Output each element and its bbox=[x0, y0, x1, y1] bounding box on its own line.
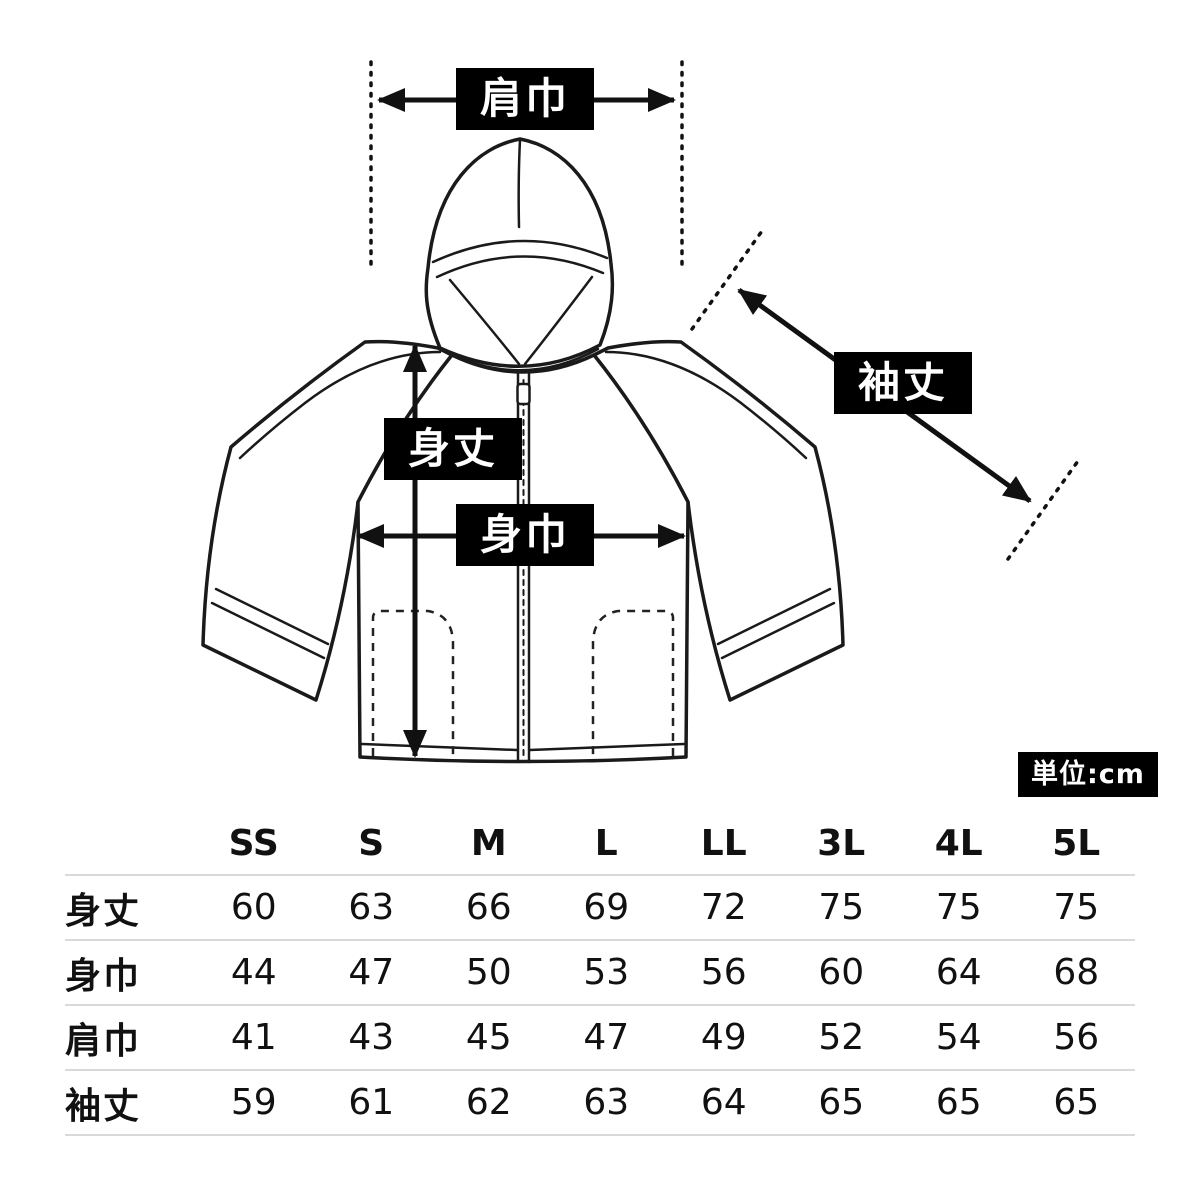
size-value-cell: 66 bbox=[465, 887, 512, 928]
row-label: 身丈 bbox=[65, 890, 142, 932]
size-value-cell: 60 bbox=[818, 952, 865, 993]
pockets-group bbox=[371, 609, 675, 756]
hoodie-line-art bbox=[201, 60, 1080, 764]
size-value-cell: 44 bbox=[230, 952, 277, 993]
right-pocket-dashed bbox=[591, 609, 675, 756]
garment-details bbox=[210, 138, 836, 764]
size-value-cell: 63 bbox=[348, 887, 395, 928]
size-column-header: 3L bbox=[817, 822, 866, 864]
zipper-pull bbox=[516, 382, 531, 406]
size-value-cell: 65 bbox=[818, 1082, 865, 1123]
hoodie-measurement-diagram: 肩巾 身丈 身巾 袖丈 単位:cm bbox=[201, 60, 1158, 797]
size-value-cell: 47 bbox=[348, 952, 395, 993]
hem-line-left bbox=[360, 742, 519, 752]
hood-fold-left bbox=[448, 278, 521, 366]
size-value-cell: 52 bbox=[818, 1017, 865, 1058]
size-column-header: M bbox=[470, 822, 507, 864]
guide-lines bbox=[369, 60, 1080, 561]
size-value-cell: 59 bbox=[230, 1082, 277, 1123]
size-table-header-row: SS S M L LL 3L 4L 5L bbox=[65, 812, 1135, 876]
hem-line-right bbox=[528, 742, 686, 752]
hood-rim-inner bbox=[435, 255, 605, 279]
size-value-cell: 54 bbox=[935, 1017, 982, 1058]
size-value-cell: 75 bbox=[1053, 887, 1100, 928]
row-label: 身巾 bbox=[65, 955, 142, 997]
left-cuff-line-2 bbox=[214, 587, 330, 646]
sleeve-guide-bottom bbox=[1006, 459, 1080, 561]
size-value-cell: 56 bbox=[1053, 1017, 1100, 1058]
left-pocket-dashed bbox=[371, 609, 455, 756]
size-value-cell: 56 bbox=[700, 952, 747, 993]
size-value-cell: 45 bbox=[465, 1017, 512, 1058]
size-value-cell: 69 bbox=[583, 887, 630, 928]
size-value-cell: 72 bbox=[700, 887, 747, 928]
table-row: 身丈 60 63 66 69 72 75 75 75 bbox=[65, 876, 1135, 941]
left-cuff-line-1 bbox=[210, 601, 326, 660]
collar-seam bbox=[444, 347, 600, 372]
size-value-cell: 43 bbox=[348, 1017, 395, 1058]
row-label: 袖丈 bbox=[65, 1085, 142, 1127]
row-label: 肩巾 bbox=[65, 1020, 142, 1062]
size-value-cell: 47 bbox=[583, 1017, 630, 1058]
body-length-label: 身丈 bbox=[384, 418, 523, 480]
size-column-header: S bbox=[358, 822, 385, 864]
hood-fold-right bbox=[523, 275, 594, 366]
size-value-cell: 62 bbox=[465, 1082, 512, 1123]
hood-center-seam bbox=[517, 138, 522, 229]
table-row: 身巾 44 47 50 53 56 60 64 68 bbox=[65, 941, 1135, 1006]
size-value-cell: 53 bbox=[583, 952, 630, 993]
size-value-cell: 68 bbox=[1053, 952, 1100, 993]
size-value-cell: 63 bbox=[583, 1082, 630, 1123]
hood-rim-outer bbox=[431, 239, 609, 264]
size-column-header: 4L bbox=[934, 822, 983, 864]
table-row: 袖丈 59 61 62 63 64 65 65 65 bbox=[65, 1071, 1135, 1136]
table-row: 肩巾 41 43 45 47 49 52 54 56 bbox=[65, 1006, 1135, 1071]
size-value-cell: 75 bbox=[818, 887, 865, 928]
sleeve-guide-top bbox=[690, 229, 764, 331]
sleeve-length-label: 袖丈 bbox=[834, 352, 973, 414]
size-column-header: L bbox=[594, 822, 618, 864]
size-value-cell: 65 bbox=[935, 1082, 982, 1123]
size-table: SS S M L LL 3L 4L 5L 身丈 60 63 66 69 72 7… bbox=[65, 812, 1135, 1136]
size-column-header: 5L bbox=[1052, 822, 1101, 864]
size-value-cell: 65 bbox=[1053, 1082, 1100, 1123]
size-value-cell: 49 bbox=[700, 1017, 747, 1058]
size-value-cell: 64 bbox=[700, 1082, 747, 1123]
size-value-cell: 50 bbox=[465, 952, 512, 993]
body-width-label: 身巾 bbox=[456, 504, 595, 566]
size-value-cell: 75 bbox=[935, 887, 982, 928]
size-value-cell: 60 bbox=[230, 887, 277, 928]
size-column-header: SS bbox=[228, 822, 279, 864]
unit-label: 単位:cm bbox=[1018, 752, 1158, 797]
right-cuff-line-2 bbox=[716, 587, 832, 646]
shoulder-width-label: 肩巾 bbox=[456, 68, 595, 130]
size-value-cell: 61 bbox=[348, 1082, 395, 1123]
right-cuff-line-1 bbox=[720, 601, 836, 660]
size-value-cell: 64 bbox=[935, 952, 982, 993]
size-column-header: LL bbox=[700, 822, 747, 864]
size-value-cell: 41 bbox=[230, 1017, 277, 1058]
